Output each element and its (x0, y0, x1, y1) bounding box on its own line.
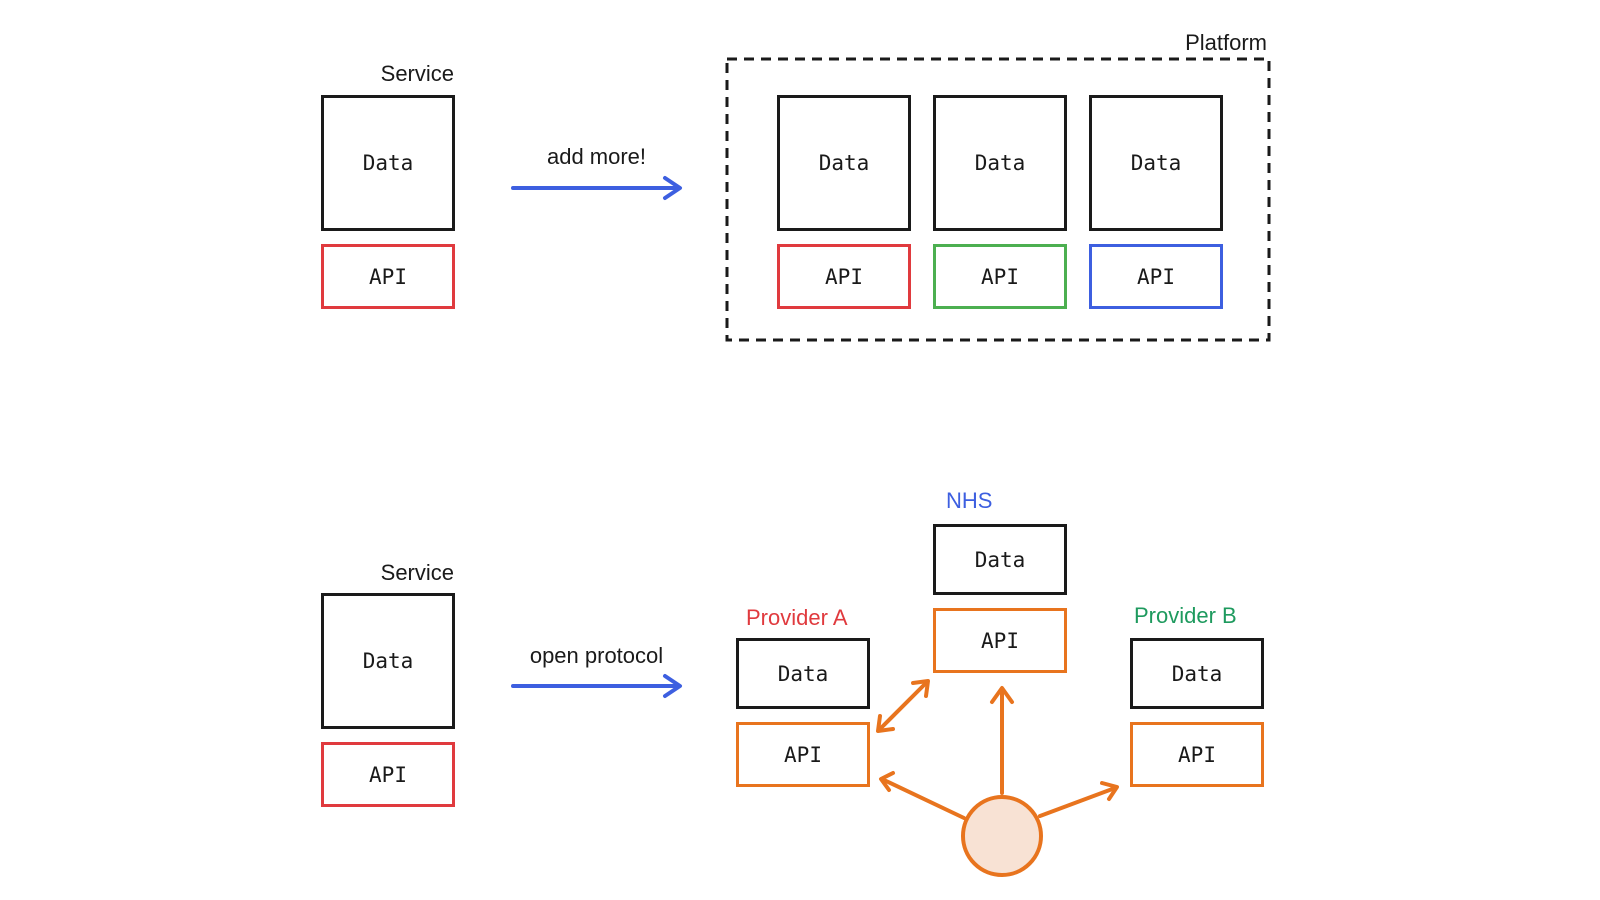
circle-to-nhs-arrow (990, 686, 1014, 795)
provider-a-nhs-double-arrow (876, 679, 930, 733)
open-protocol-label: open protocol (529, 643, 664, 668)
bottom-service-api-box: API (321, 742, 455, 807)
top-service-api-box: API (321, 244, 455, 309)
top-service-title: Service (380, 61, 454, 86)
bottom-service-data-box: Data (321, 593, 455, 729)
provider-b-title: Provider B (1134, 603, 1237, 628)
provider-b-data-box: Data (1130, 638, 1264, 709)
provider-a-api-box: API (736, 722, 870, 787)
nhs-api-box: API (933, 608, 1067, 673)
open-protocol-arrow (511, 674, 682, 698)
platform-api-box-1: API (777, 244, 911, 309)
provider-a-title: Provider A (746, 605, 848, 630)
provider-b-api-box: API (1130, 722, 1264, 787)
platform-api-box-3: API (1089, 244, 1223, 309)
platform-frame (725, 57, 1271, 342)
add-more-label: add more! (546, 144, 647, 169)
platform-data-box-1: Data (777, 95, 911, 231)
platform-data-box-3: Data (1089, 95, 1223, 231)
top-service-data-box: Data (321, 95, 455, 231)
provider-a-data-box: Data (736, 638, 870, 709)
circle-to-provider-b-arrow (1038, 781, 1119, 818)
nhs-title: NHS (946, 488, 993, 513)
platform-data-box-2: Data (933, 95, 1067, 231)
circle-to-provider-a-arrow (879, 771, 966, 820)
client-circle (961, 795, 1043, 877)
bottom-service-title: Service (380, 560, 454, 585)
nhs-data-box: Data (933, 524, 1067, 595)
platform-title: Platform (1185, 30, 1267, 55)
add-more-arrow (511, 176, 682, 200)
platform-api-box-2: API (933, 244, 1067, 309)
